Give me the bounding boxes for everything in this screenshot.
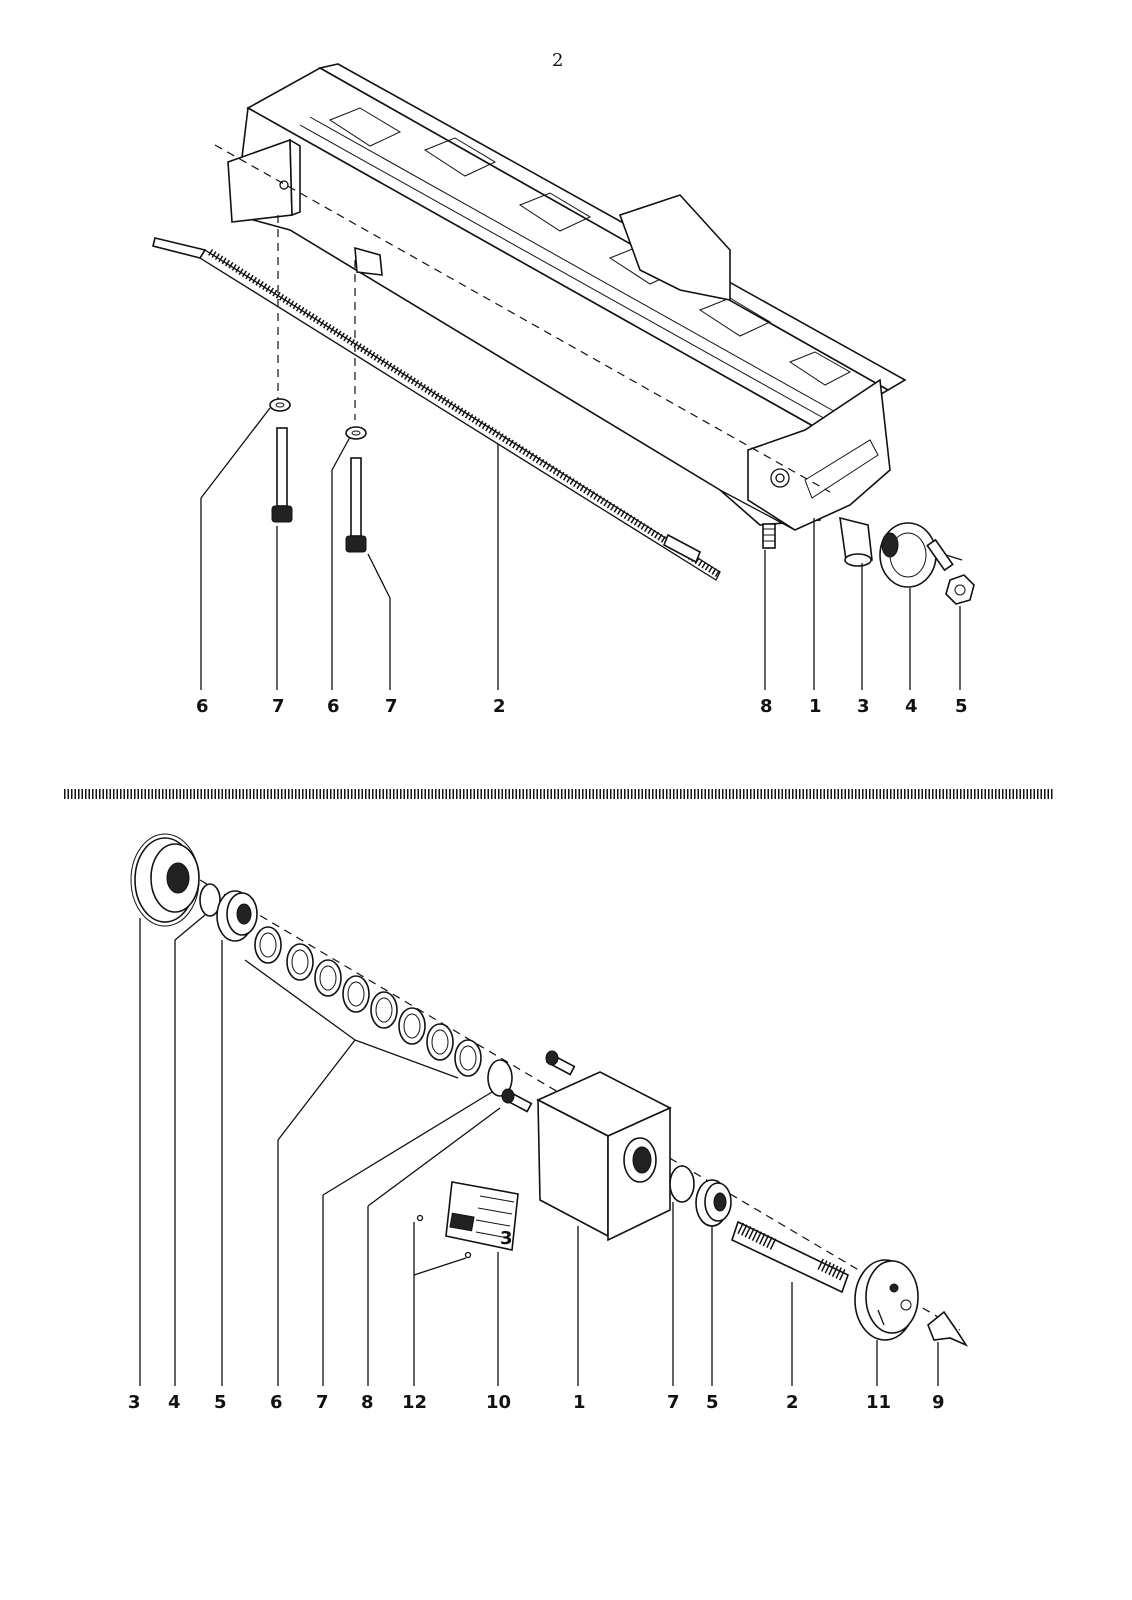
label-bottom-5b: 5 [706, 1392, 719, 1413]
bolt-7a [271, 427, 293, 523]
label-top-1: 1 [809, 696, 822, 717]
center-9 [927, 1310, 969, 1347]
washer-6a [269, 398, 291, 412]
label-top-3: 3 [857, 696, 870, 717]
label-bottom-12: 12 [402, 1392, 427, 1413]
rivet-12a [416, 1214, 424, 1222]
nameplate-10: 3 [445, 1181, 519, 1251]
label-bottom-7a: 7 [316, 1392, 329, 1413]
label-top-8: 8 [760, 696, 773, 717]
top-part-labels: 6 7 6 7 2 8 1 3 4 5 [196, 696, 968, 717]
nameplate-text: 3 [500, 1228, 513, 1249]
label-top-6b: 6 [327, 696, 340, 717]
label-top-2: 2 [493, 696, 506, 717]
faceplate-11 [854, 1259, 919, 1341]
circlip-7b [669, 1165, 695, 1203]
bottom-leader-lines [139, 914, 939, 1386]
lathe-bed [227, 63, 907, 531]
top-exploded-diagram: 6 7 6 7 2 8 1 3 4 5 [152, 63, 975, 717]
nut-5 [945, 574, 975, 605]
label-top-7b: 7 [385, 696, 398, 717]
label-bottom-9: 9 [932, 1392, 945, 1413]
leadscrew [152, 237, 721, 581]
top-leader-lines [200, 407, 961, 690]
label-bottom-5a: 5 [214, 1392, 227, 1413]
label-bottom-6: 6 [270, 1392, 283, 1413]
bearing-5b [695, 1179, 732, 1227]
pulley-3 [130, 833, 200, 927]
circlip-4 [199, 883, 221, 917]
label-top-5: 5 [955, 696, 968, 717]
label-bottom-8: 8 [361, 1392, 374, 1413]
bushing-3 [839, 516, 873, 567]
label-bottom-11: 11 [866, 1392, 891, 1413]
spring-8 [762, 523, 776, 549]
spindle-2 [731, 1220, 849, 1294]
label-bottom-2: 2 [786, 1392, 799, 1413]
shims-6 [254, 926, 482, 1077]
bolt-7b [345, 457, 367, 553]
label-top-6a: 6 [196, 696, 209, 717]
washer-6b [345, 426, 367, 440]
screw-8b [501, 1088, 533, 1113]
bottom-part-labels: 3 4 5 6 7 8 12 10 1 7 5 2 11 9 [128, 1392, 945, 1413]
label-bottom-1: 1 [573, 1392, 586, 1413]
label-bottom-3: 3 [128, 1392, 141, 1413]
label-top-7a: 7 [272, 696, 285, 717]
screw-8a [545, 1050, 576, 1076]
circlip-7a [487, 1059, 513, 1097]
rivet-12b [464, 1251, 472, 1259]
headstock-block-1 [536, 1071, 672, 1242]
label-bottom-4: 4 [168, 1392, 181, 1413]
handwheel-4 [879, 522, 963, 588]
label-bottom-7b: 7 [667, 1392, 680, 1413]
label-bottom-10: 10 [486, 1392, 511, 1413]
bed-axis-line [214, 144, 831, 493]
page-number: 2 [552, 50, 563, 71]
bottom-exploded-diagram: 3 [128, 833, 969, 1413]
label-top-4: 4 [905, 696, 918, 717]
bearing-5a [216, 890, 258, 942]
